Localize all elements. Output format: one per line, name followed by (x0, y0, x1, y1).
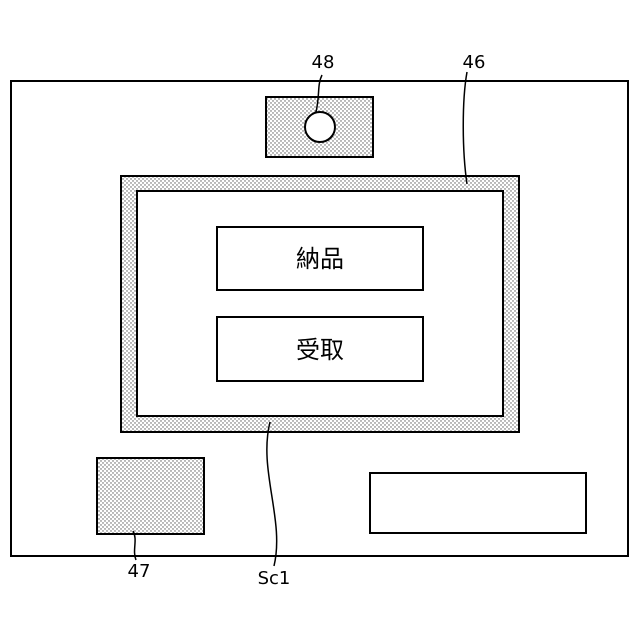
receipt-button-label: 受取 (296, 336, 344, 364)
receipt-button[interactable]: 受取 (217, 317, 423, 381)
ref-label-screen: Sc1 (258, 568, 291, 589)
screen-area (137, 191, 503, 416)
ref-label-display: 46 (463, 52, 486, 73)
camera-lens-icon (305, 112, 335, 142)
delivery-button-label: 納品 (296, 245, 344, 273)
ref-label-camera: 48 (312, 52, 335, 73)
reader-module (97, 458, 204, 534)
output-slot (370, 473, 586, 533)
ref-label-reader: 47 (128, 561, 151, 582)
delivery-button[interactable]: 納品 (217, 227, 423, 290)
